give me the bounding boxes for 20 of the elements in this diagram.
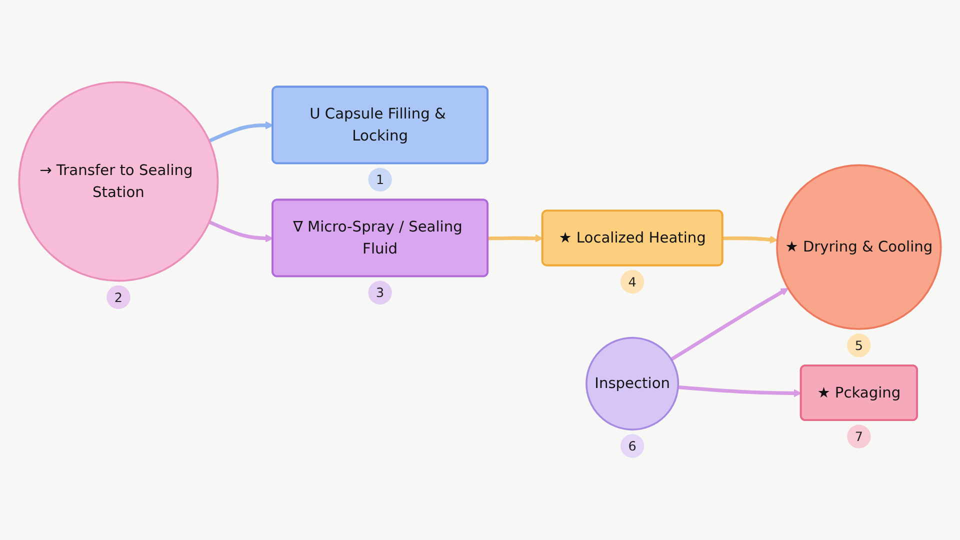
- step-number: 3: [368, 280, 392, 305]
- step-number: 2: [106, 285, 130, 310]
- step-number: 1: [368, 168, 392, 192]
- process-box: ★ Localized Heating: [541, 210, 724, 266]
- arrow: [488, 234, 544, 242]
- process-circle: → Transfer to Sealing Station: [18, 81, 219, 282]
- arrow: [678, 385, 802, 398]
- arrow: [722, 236, 778, 244]
- step-number: 6: [620, 434, 644, 458]
- process-circle: Inspection: [586, 336, 680, 430]
- step-number: 4: [620, 270, 644, 294]
- process-circle: ★ Dryring & Cooling: [776, 164, 942, 330]
- process-box: U Capsule Filling & Locking: [272, 86, 489, 164]
- process-box: ★ Pckaging: [800, 364, 918, 422]
- process-box: ∇ Micro-Spray / Sealing Fluid: [272, 198, 489, 278]
- arrow: [208, 121, 274, 143]
- arrow: [208, 220, 274, 242]
- arrow: [670, 288, 789, 362]
- step-number: 7: [847, 424, 871, 448]
- step-number: 5: [847, 334, 871, 358]
